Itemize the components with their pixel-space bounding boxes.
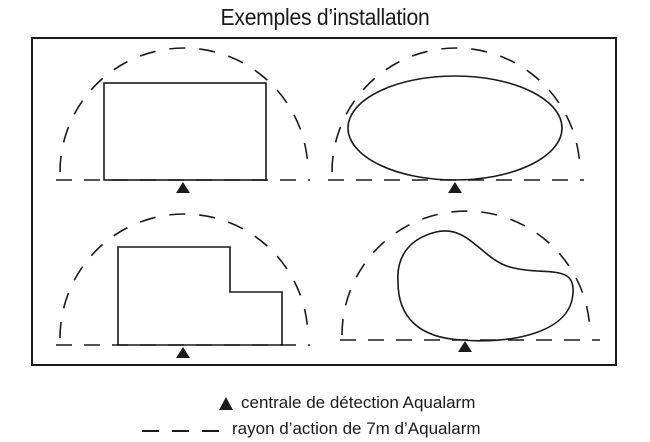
detector-triangle-icon [176, 347, 190, 358]
triangle-icon [219, 396, 233, 410]
example-freeform-pool [340, 210, 600, 352]
legend-detector-label: centrale de détection Aqualarm [241, 393, 476, 412]
diagram-frame [31, 37, 617, 366]
example-rectangle-pool [56, 47, 310, 193]
pool-freeform [397, 230, 574, 342]
legend-detector-row: centrale de détection Aqualarm [142, 393, 475, 413]
legend-range-row: rayon d’action de 7m d’Aqualarm [142, 419, 481, 439]
detector-triangle-icon [448, 182, 462, 193]
pool-l-shape [117, 246, 283, 346]
detector-triangle-icon [458, 341, 472, 352]
diagram-title: Exemples d’installation [220, 4, 430, 30]
example-oval-pool [328, 47, 584, 193]
detection-range-arc [59, 47, 309, 173]
pool-oval [347, 75, 563, 181]
detection-range-arc [341, 210, 591, 336]
dashed-line-icon [142, 430, 226, 432]
detection-range-arc [59, 213, 309, 339]
example-l-shaped-pool [56, 213, 310, 358]
detection-range-arc [331, 47, 581, 173]
pool-rectangle [103, 82, 267, 181]
detector-triangle-icon [176, 182, 190, 193]
legend-range-label: rayon d’action de 7m d’Aqualarm [232, 419, 481, 438]
